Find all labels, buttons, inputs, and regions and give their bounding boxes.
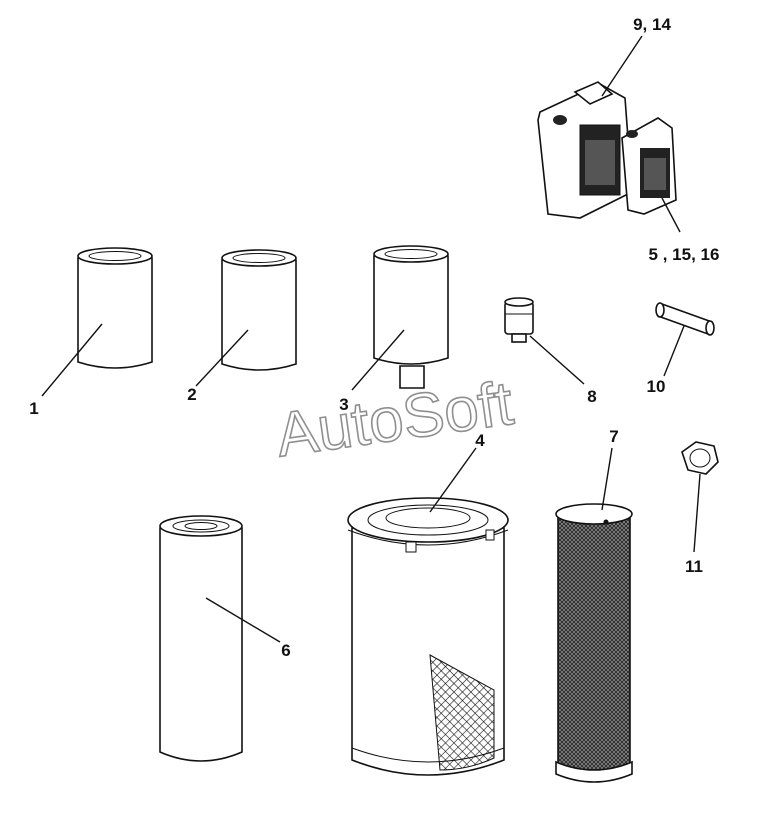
breather-icon xyxy=(504,297,534,343)
hex-cap-icon xyxy=(681,441,719,475)
outer-air-filter-icon xyxy=(347,497,509,776)
safety-air-filter-icon xyxy=(555,503,633,783)
watermark: AutoSoft xyxy=(272,369,517,470)
large-canister-icon xyxy=(537,81,633,219)
callout-6: 6 xyxy=(281,641,290,660)
fuel-filter-with-bowl-icon xyxy=(373,245,449,389)
callout-11: 11 xyxy=(685,557,703,576)
callout-8: 8 xyxy=(587,387,596,406)
callout-4: 4 xyxy=(475,431,485,450)
small-canister-icon xyxy=(621,117,677,215)
callout-9-14: 9, 14 xyxy=(633,15,671,34)
spin-on-filter-icon xyxy=(77,247,153,369)
callout-3: 3 xyxy=(339,395,348,414)
callout-2: 2 xyxy=(187,385,196,404)
callout-1: 1 xyxy=(29,399,38,418)
callout-10: 10 xyxy=(647,377,666,396)
small-element-icon xyxy=(655,302,715,336)
callout-7: 7 xyxy=(609,427,618,446)
spin-on-filter-icon xyxy=(221,249,297,371)
cartridge-filter-icon xyxy=(159,515,243,762)
callout-5-15-16: 5 , 15, 16 xyxy=(649,245,720,264)
